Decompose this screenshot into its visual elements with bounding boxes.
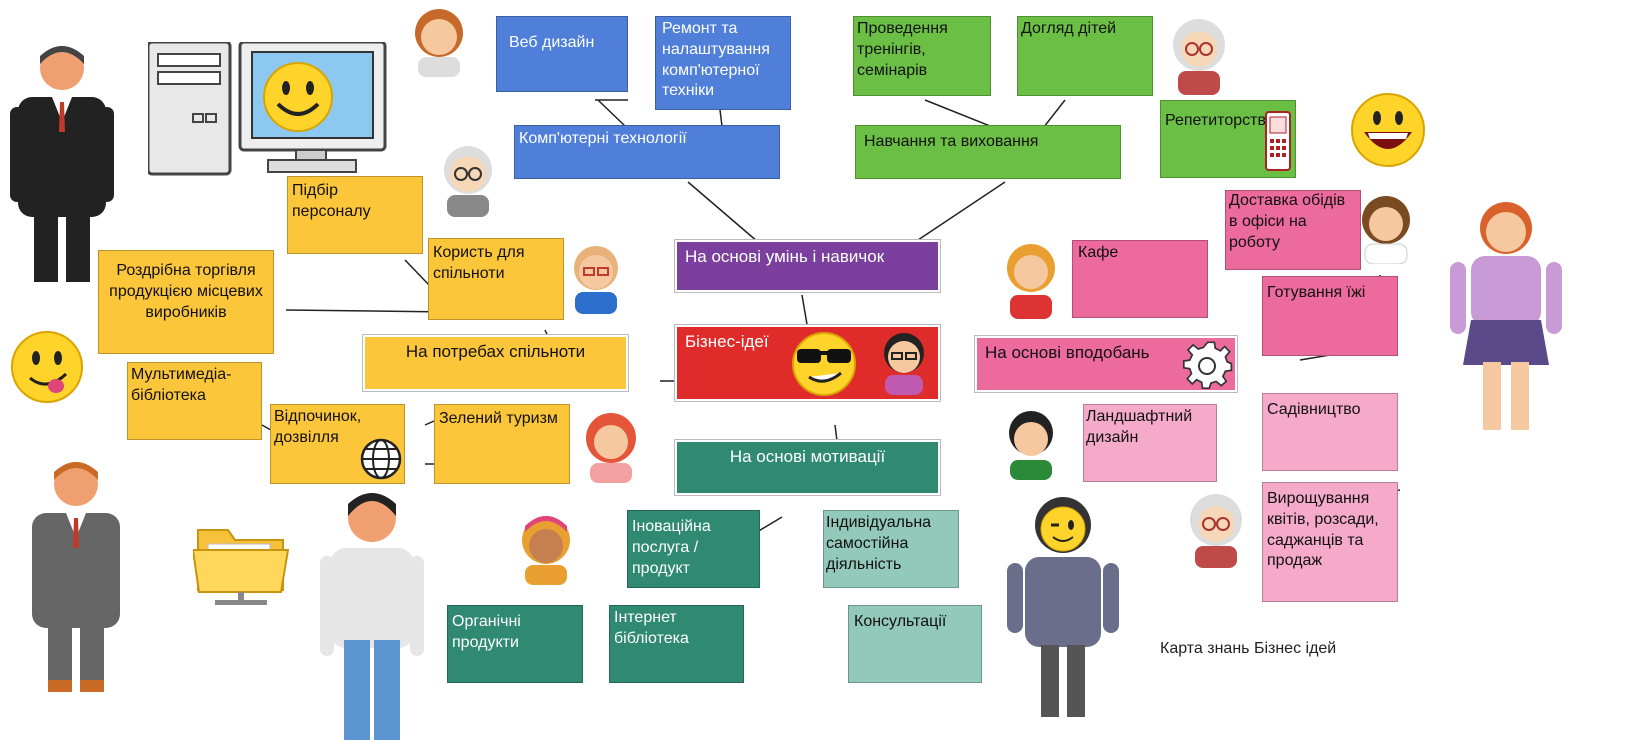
folder-icon	[193, 529, 290, 605]
node-consulting[interactable]: Консультації	[848, 605, 982, 683]
avatar-icon	[884, 333, 924, 395]
node-community-benefit[interactable]: Користь для спільноти	[428, 238, 564, 320]
avatar-icon	[586, 413, 636, 483]
node-hobbies-label: На основі вподобань	[985, 343, 1150, 362]
node-center[interactable]: Бізнес-ідеї	[675, 325, 940, 401]
node-childcare[interactable]: Догляд дітей	[1017, 16, 1153, 96]
smiley-icon	[1351, 93, 1425, 167]
smiley-icon	[11, 331, 83, 403]
avatar-icon	[415, 9, 463, 77]
node-web-design[interactable]: Веб дизайн	[496, 16, 628, 92]
node-computer-technologies[interactable]: Комп'ютерні технології	[514, 125, 780, 179]
node-landscape-design[interactable]: Ландшафтний дизайн	[1083, 404, 1217, 482]
node-individual-activity[interactable]: Індивідуальна самостійна діяльність	[823, 510, 959, 588]
avatar-icon	[1190, 494, 1242, 568]
avatar-icon	[1362, 196, 1410, 264]
cool-smiley-icon	[792, 332, 856, 396]
computer-icon	[148, 42, 387, 176]
node-skills[interactable]: На основі умінь і навичок	[675, 240, 940, 292]
person-casual-icon	[320, 493, 424, 740]
node-cafe[interactable]: Кафе	[1072, 240, 1208, 318]
node-organic-products[interactable]: Органічні продукти	[447, 605, 583, 683]
node-gardening[interactable]: Садівництво	[1262, 393, 1398, 471]
avatar-icon	[444, 146, 492, 217]
avatar-icon	[1009, 411, 1053, 480]
node-innovative-product[interactable]: Іноваційна послуга / продукт	[627, 510, 760, 588]
node-tutoring-label: Репетиторство	[1165, 112, 1275, 129]
node-hobbies[interactable]: На основі вподобань	[975, 336, 1237, 392]
node-tutoring[interactable]: Репетиторство	[1160, 100, 1296, 178]
node-trainings[interactable]: Проведення тренінгів, семінарів	[853, 16, 991, 96]
avatar-icon	[574, 246, 618, 314]
node-education[interactable]: Навчання та виховання	[855, 125, 1121, 179]
avatar-icon	[1007, 244, 1055, 319]
node-flower-growing[interactable]: Вирощування квітів, розсади, саджанців т…	[1262, 482, 1398, 602]
phone-icon	[1265, 111, 1291, 171]
person-woman-icon	[1007, 497, 1119, 717]
person-suit-icon	[32, 462, 120, 692]
node-green-tourism[interactable]: Зелений туризм	[434, 404, 570, 484]
node-computer-repair[interactable]: Ремонт та налаштування комп'ютерної техн…	[655, 16, 791, 110]
node-recruiting[interactable]: Підбір персоналу	[287, 176, 423, 254]
node-leisure[interactable]: Відпочинок, дозвілля	[270, 404, 405, 484]
center-label: Бізнес-ідеї	[685, 332, 769, 351]
node-lunch-delivery[interactable]: Доставка обідів в офіси на роботу	[1225, 190, 1361, 270]
avatar-icon	[1173, 19, 1225, 95]
node-local-retail[interactable]: Роздрібна торгівля продукцією місцевих в…	[98, 250, 274, 354]
person-suit-icon	[10, 46, 114, 282]
node-cooking[interactable]: Готування їжі	[1262, 276, 1398, 356]
node-leisure-label: Відпочинок, дозвілля	[274, 408, 362, 446]
node-motivation[interactable]: На основі мотивації	[675, 440, 940, 495]
globe-icon	[360, 438, 402, 480]
node-internet-library[interactable]: Інтернет бібліотека	[609, 605, 744, 683]
node-community-needs[interactable]: На потребах спільноти	[363, 335, 628, 391]
map-caption: Карта знань Бізнес ідей	[1160, 640, 1337, 657]
person-woman-icon	[1450, 202, 1562, 430]
avatar-icon	[522, 516, 570, 585]
node-multimedia-library[interactable]: Мультимедіа-бібліотека	[127, 362, 262, 440]
gear-icon	[1182, 341, 1233, 390]
